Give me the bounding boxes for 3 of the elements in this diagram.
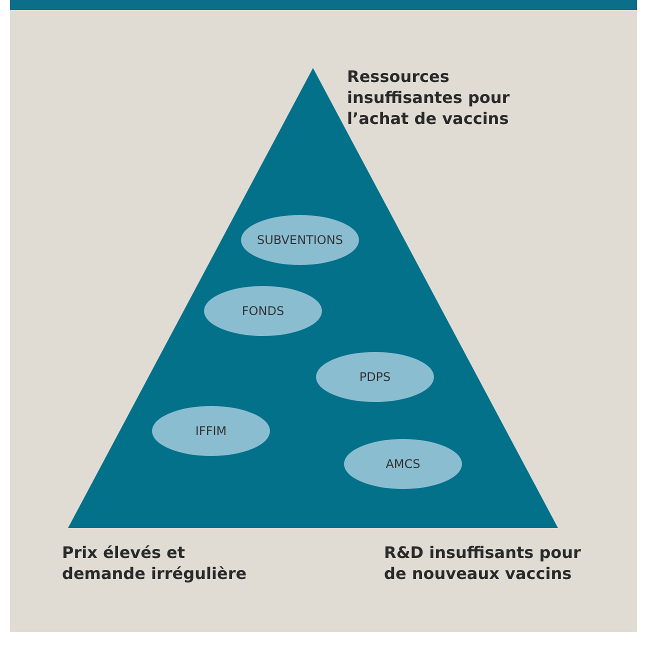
corner-label: Prix élevés et demande irrégulière xyxy=(62,542,248,584)
corner-label: R&D insuffisants pour de nouveaux vaccins xyxy=(384,542,582,584)
corner-label: Ressources insuffisantes pour l’achat de vaccins xyxy=(347,66,511,129)
